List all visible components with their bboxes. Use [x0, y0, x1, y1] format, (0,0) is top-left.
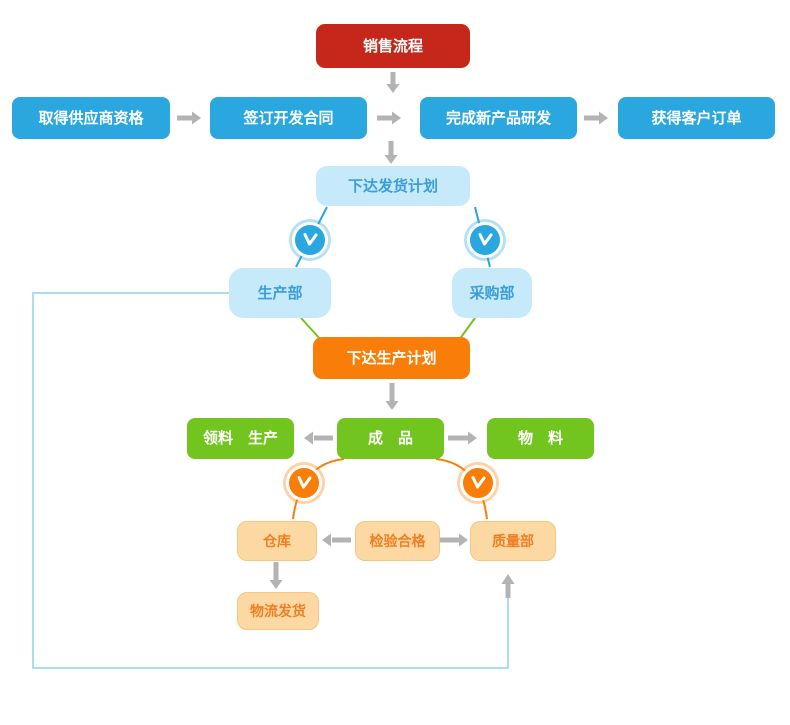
- arrow-finished-to-materials: [448, 431, 477, 445]
- arrow-plan-to-finished: [385, 383, 399, 410]
- arrow-inspection-to-quality: [440, 533, 468, 547]
- node-development-contract: 签订开发合同: [210, 97, 367, 139]
- node-quality-dept: 质量部: [470, 521, 556, 561]
- node-shipping-plan: 下达发货计划: [316, 166, 470, 206]
- node-logistics-shipping: 物流发货: [237, 592, 319, 630]
- arrow-finished-to-material-production: [304, 431, 333, 445]
- node-inspection-passed: 检验合格: [355, 521, 440, 561]
- node-sales-process: 销售流程: [316, 24, 470, 68]
- node-production-dept: 生产部: [229, 268, 331, 318]
- node-materials: 物 料: [487, 418, 594, 459]
- node-finished-goods: 成 品: [337, 418, 444, 459]
- arrow-sales-down: [386, 72, 400, 93]
- node-production-plan: 下达生产计划: [313, 337, 470, 379]
- arrow-warehouse-to-logistics: [269, 562, 283, 589]
- arrow-rnd-to-order: [584, 111, 608, 125]
- arrow-contract-to-rnd: [377, 111, 401, 125]
- loop-up-arrow: [501, 574, 515, 598]
- arrow-supplier-to-contract: [177, 111, 201, 125]
- node-supplier-qualification: 取得供应商资格: [12, 97, 170, 139]
- node-product-development: 完成新产品研发: [420, 97, 577, 139]
- node-material-production: 领料 生产: [187, 418, 294, 459]
- arrow-to-shipping-plan: [384, 141, 398, 164]
- clock-icon: [286, 465, 322, 501]
- clock-icon: [292, 222, 328, 258]
- clock-icon: [467, 222, 503, 258]
- node-purchasing-dept: 采购部: [452, 268, 532, 318]
- node-customer-order: 获得客户订单: [618, 97, 775, 139]
- clock-icon: [460, 465, 496, 501]
- node-warehouse: 仓库: [237, 521, 317, 561]
- arrow-inspection-to-warehouse: [322, 533, 351, 547]
